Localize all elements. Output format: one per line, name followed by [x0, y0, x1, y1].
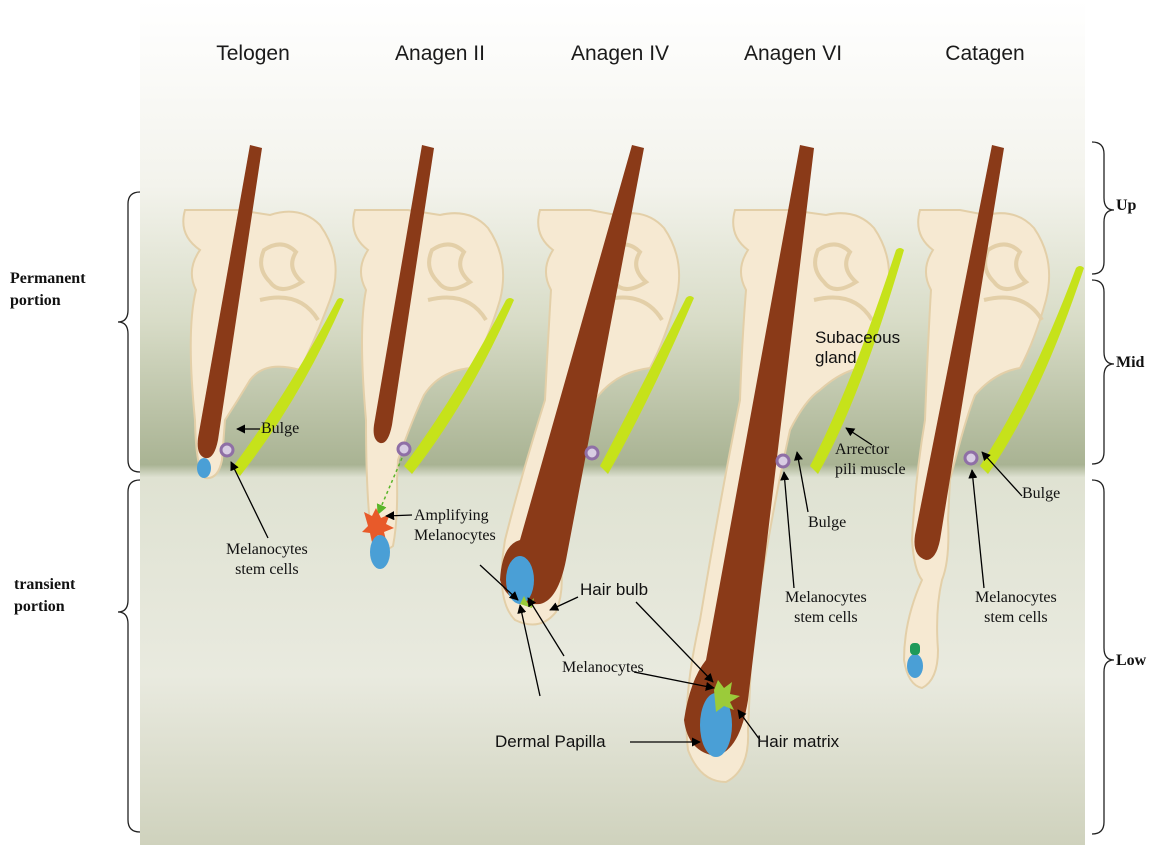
arrector-pili-label: Arrector pili muscle — [835, 440, 906, 480]
dermal-papilla — [506, 556, 534, 604]
dermal-papilla — [370, 535, 390, 569]
bulge-label-telogen: Bulge — [261, 419, 299, 439]
stage-label-anagen-iv: Anagen IV — [571, 42, 669, 66]
hair-bulb-label: Hair bulb — [580, 580, 648, 600]
stem-cell — [586, 447, 598, 459]
dermal-papilla — [197, 458, 211, 478]
stem-cell — [221, 444, 233, 456]
germ-remnant — [910, 643, 920, 655]
transient-bracket — [118, 480, 140, 832]
melanocytes-stem-label-anagen6: Melanocytes stem cells — [785, 588, 867, 628]
dermal-papilla — [907, 654, 923, 678]
stem-cell — [777, 455, 789, 467]
melanocytes-stem-label-telogen: Melanocytes stem cells — [226, 540, 308, 580]
bulge-label-anagen6: Bulge — [808, 513, 846, 533]
up-bracket — [1092, 142, 1114, 274]
stage-label-anagen-ii: Anagen II — [395, 42, 485, 66]
stem-cell — [398, 443, 410, 455]
stage-label-catagen: Catagen — [945, 42, 1024, 66]
amplifying-melanocytes-label: Amplifying Melanocytes — [414, 506, 496, 546]
melanocytes-label: Melanocytes — [562, 658, 644, 678]
stage-label-telogen: Telogen — [216, 42, 290, 66]
permanent-portion-label: Permanent portion — [10, 268, 86, 312]
low-bracket — [1092, 480, 1114, 834]
stem-cell — [965, 452, 977, 464]
permanent-bracket — [118, 192, 140, 472]
bulge-label-catagen: Bulge — [1022, 484, 1060, 504]
stage-label-anagen-vi: Anagen VI — [744, 42, 842, 66]
zone-low-label: Low — [1116, 652, 1146, 670]
subaceous-gland-label: Subaceous gland — [815, 328, 900, 368]
zone-mid-label: Mid — [1116, 354, 1144, 372]
hair-matrix-label: Hair matrix — [757, 732, 839, 752]
mid-bracket — [1092, 280, 1114, 464]
transient-portion-label: transient portion — [14, 574, 75, 618]
dermal-papilla-label: Dermal Papilla — [495, 732, 606, 752]
zone-up-label: Up — [1116, 197, 1136, 215]
melanocytes-stem-label-catagen: Melanocytes stem cells — [975, 588, 1057, 628]
